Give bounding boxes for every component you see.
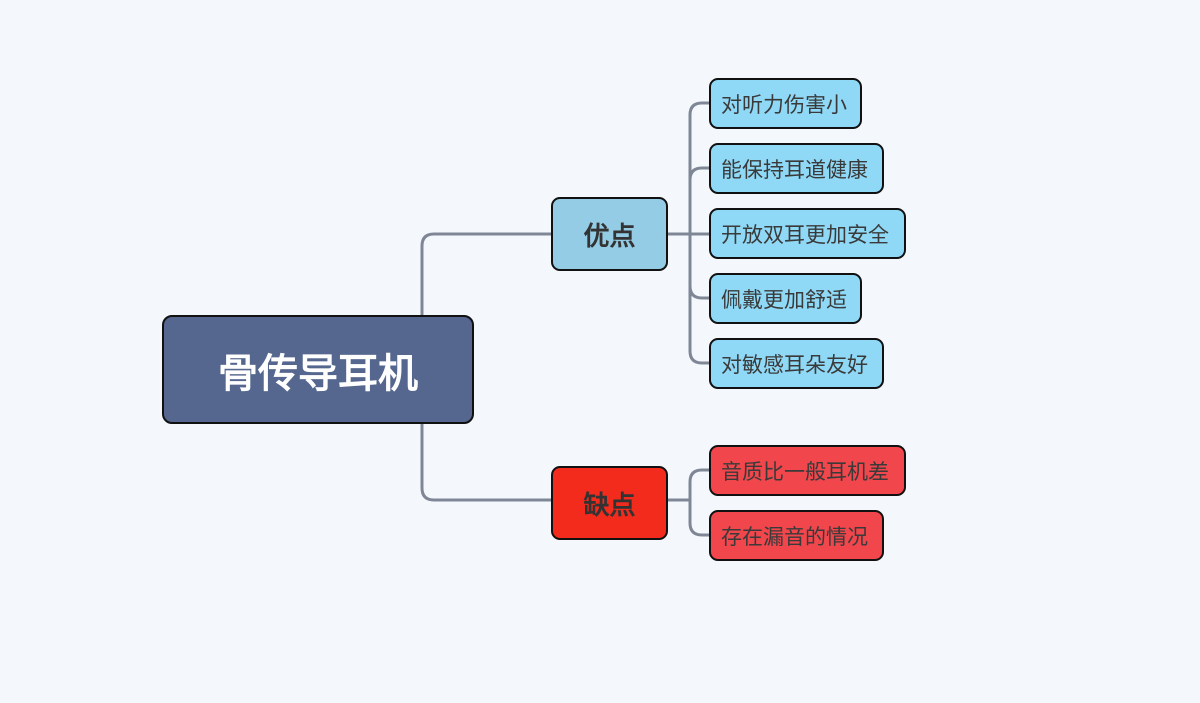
- pro-leaf-1-label: 对听力伤害小: [721, 92, 847, 117]
- branch-cons-label: 缺点: [583, 490, 636, 521]
- con-leaf-1-label: 音质比一般耳机差: [721, 459, 889, 484]
- connector-cons-leaf-1: [688, 468, 711, 502]
- pro-leaf-5-label: 对敏感耳朵友好: [721, 352, 868, 377]
- root-label: 骨传导耳机: [218, 350, 418, 397]
- connector-root-pros: [420, 232, 553, 317]
- pro-leaf-5[interactable]: 对敏感耳朵友好: [709, 338, 884, 389]
- connector-root-cons: [420, 422, 553, 502]
- pro-leaf-2-label: 能保持耳道健康: [721, 157, 868, 182]
- pro-leaf-2[interactable]: 能保持耳道健康: [709, 143, 884, 194]
- branch-pros-label: 优点: [583, 221, 636, 252]
- pro-leaf-4[interactable]: 佩戴更加舒适: [709, 273, 862, 324]
- connector-pros-leaf-1: [688, 101, 711, 236]
- pro-leaf-3[interactable]: 开放双耳更加安全: [709, 208, 906, 259]
- connector-pros-leaf-5: [688, 232, 711, 365]
- connector-pros-leaf-4: [688, 232, 711, 300]
- pro-leaf-3-label: 开放双耳更加安全: [721, 222, 889, 247]
- branch-pros[interactable]: 优点: [551, 197, 668, 271]
- con-leaf-2-label: 存在漏音的情况: [721, 524, 868, 549]
- pro-leaf-4-label: 佩戴更加舒适: [721, 287, 847, 312]
- con-leaf-2[interactable]: 存在漏音的情况: [709, 510, 884, 561]
- connector-cons-leaf-2: [688, 498, 711, 537]
- connector-pros-leaf-2: [688, 166, 711, 236]
- branch-cons[interactable]: 缺点: [551, 466, 668, 540]
- con-leaf-1[interactable]: 音质比一般耳机差: [709, 445, 906, 496]
- root-node[interactable]: 骨传导耳机: [162, 315, 474, 424]
- pro-leaf-1[interactable]: 对听力伤害小: [709, 78, 862, 129]
